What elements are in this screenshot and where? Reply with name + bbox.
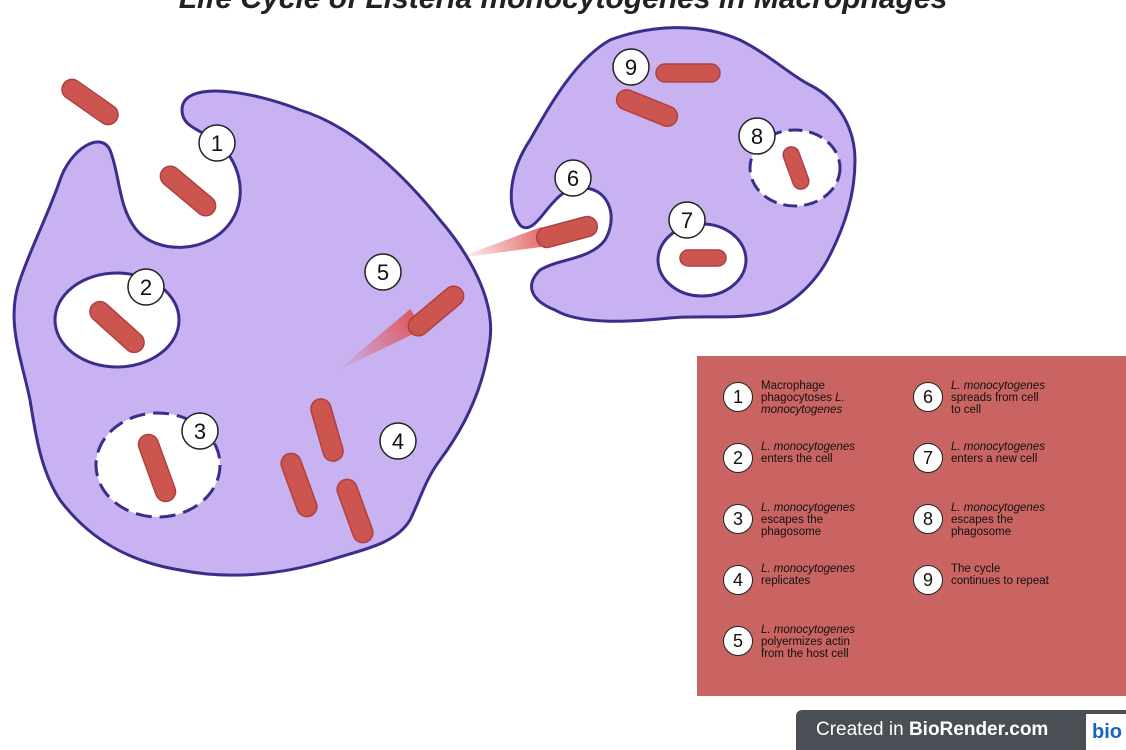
legend-item-5: 5 L. monocytogenes polyermizes actin from… <box>723 624 861 660</box>
legend-number: 5 <box>723 626 753 656</box>
legend-text: The cycle continues to repeat <box>951 563 1051 587</box>
legend-number: 9 <box>913 565 943 595</box>
step-number: 6 <box>567 166 579 191</box>
legend-item-3: 3 L. monocytogenes escapes the phagosome <box>723 502 861 538</box>
bacterium <box>534 214 599 249</box>
step-number: 3 <box>194 419 206 444</box>
step-number: 1 <box>211 131 223 156</box>
legend-text: L. monocytogenes spreads from cell to ce… <box>951 380 1051 416</box>
legend-number: 6 <box>913 382 943 412</box>
step-marker-7: 7 <box>669 202 705 238</box>
bacterium <box>58 75 122 128</box>
step-marker-6: 6 <box>555 160 591 196</box>
biorender-badge[interactable]: Created in BioRender.com bio <box>796 710 1126 750</box>
legend-text: L. monocytogenes replicates <box>761 563 861 587</box>
step-number: 5 <box>377 260 389 285</box>
step-marker-3: 3 <box>182 413 218 449</box>
legend-text: L. monocytogenes enters a new cell <box>951 441 1051 465</box>
step-marker-2: 2 <box>128 269 164 305</box>
legend-item-7: 7 L. monocytogenes enters a new cell <box>913 441 1051 473</box>
legend-item-1: 1 Macrophage phagocytoses L. monocytogene… <box>723 380 861 416</box>
bacterium <box>680 250 726 266</box>
legend-text: L. monocytogenes enters the cell <box>761 441 861 465</box>
legend-text: L. monocytogenes escapes the phagosome <box>951 502 1051 538</box>
biorender-logo: bio <box>1086 714 1126 750</box>
legend-text: L. monocytogenes escapes the phagosome <box>761 502 861 538</box>
step-number: 9 <box>625 55 637 80</box>
bacterium <box>156 162 219 220</box>
badge-prefix: Created in <box>816 719 909 740</box>
legend-item-6: 6 L. monocytogenes spreads from cell to c… <box>913 380 1051 416</box>
step-marker-9: 9 <box>613 49 649 85</box>
step-number: 8 <box>751 124 763 149</box>
bacterium <box>656 64 720 82</box>
step-marker-8: 8 <box>739 118 775 154</box>
legend-item-2: 2 L. monocytogenes enters the cell <box>723 441 861 473</box>
badge-brand: BioRender.com <box>909 719 1048 740</box>
legend-number: 2 <box>723 443 753 473</box>
step-number: 7 <box>681 208 693 233</box>
step-marker-4: 4 <box>380 423 416 459</box>
step-marker-1: 1 <box>199 125 235 161</box>
step-marker-5: 5 <box>365 254 401 290</box>
legend-panel: 1 Macrophage phagocytoses L. monocytogene… <box>697 356 1126 696</box>
legend-text: Macrophage phagocytoses L. monocytogenes <box>761 380 861 416</box>
step-number: 4 <box>392 429 404 454</box>
legend-text: L. monocytogenes polyermizes actin from … <box>761 624 861 660</box>
legend-item-9: 9 The cycle continues to repeat <box>913 563 1051 595</box>
legend-number: 8 <box>913 504 943 534</box>
legend-item-8: 8 L. monocytogenes escapes the phagosome <box>913 502 1051 538</box>
legend-number: 4 <box>723 565 753 595</box>
legend-number: 1 <box>723 382 753 412</box>
step-number: 2 <box>140 275 152 300</box>
legend-number: 7 <box>913 443 943 473</box>
legend-item-4: 4 L. monocytogenes replicates <box>723 563 861 595</box>
legend-number: 3 <box>723 504 753 534</box>
